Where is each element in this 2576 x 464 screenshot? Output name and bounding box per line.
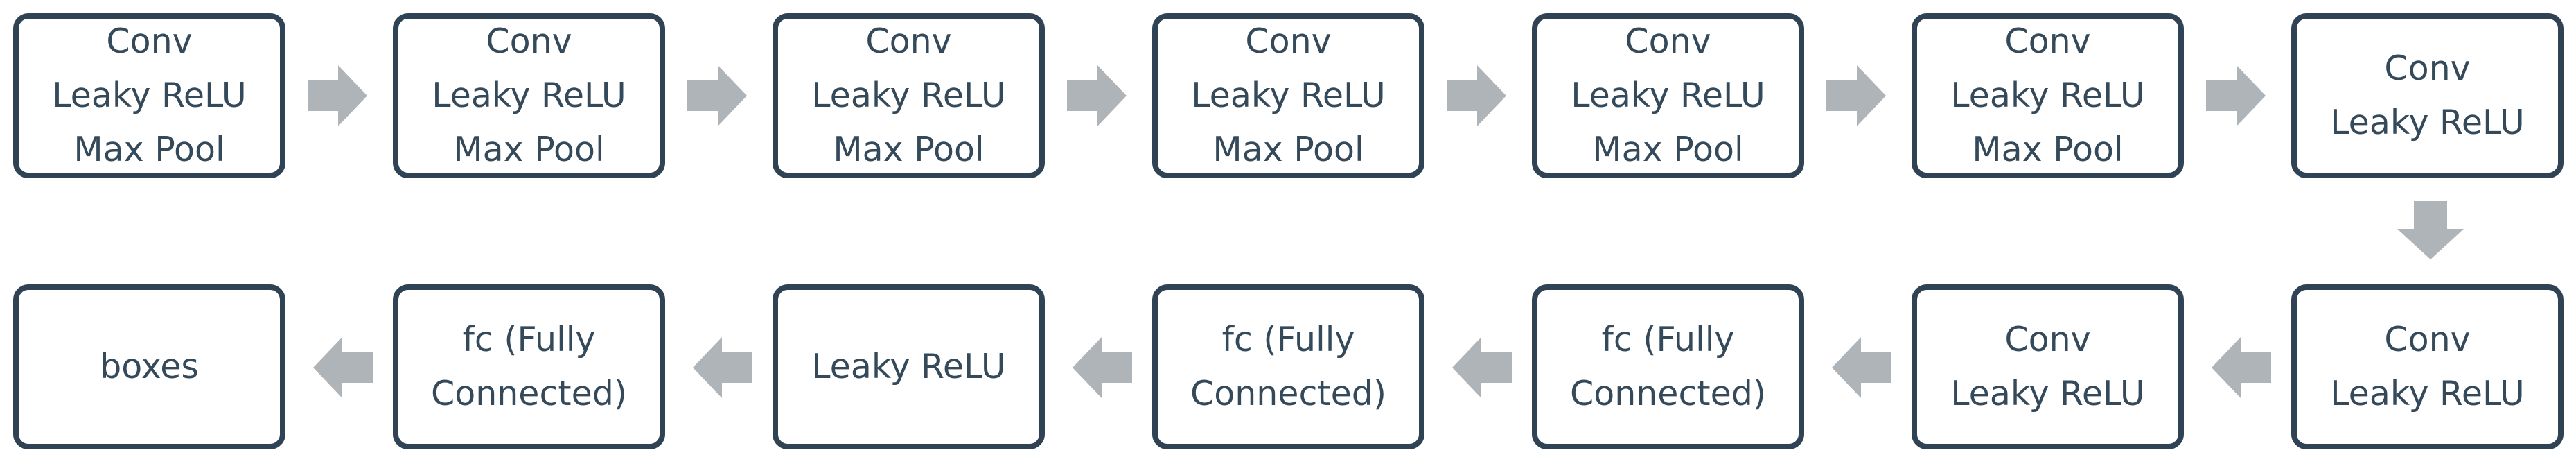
layer-box-11: fc (Fully Connected) <box>1152 284 1424 449</box>
layer-label: Leaky ReLU <box>1191 76 1386 115</box>
layer-label: fc (Fully <box>462 320 596 359</box>
layer-box-13: fc (Fully Connected) <box>393 284 665 449</box>
layer-label: Max Pool <box>73 130 225 169</box>
layer-box-1: Conv Leaky ReLU Max Pool <box>13 13 285 178</box>
layer-label: Max Pool <box>1212 130 1364 169</box>
layer-box-10: fc (Fully Connected) <box>1532 284 1804 449</box>
layer-label: Leaky ReLU <box>1950 76 2145 115</box>
layer-label: Leaky ReLU <box>2330 374 2525 413</box>
layer-label: Conv <box>865 22 952 61</box>
arrow-down-icon <box>2397 201 2464 259</box>
layer-label: Conv <box>2004 320 2091 359</box>
layer-label: Leaky ReLU <box>811 347 1006 386</box>
arrow-left-icon <box>693 337 752 398</box>
layer-label: fc (Fully <box>1601 320 1735 359</box>
layer-box-12: Leaky ReLU <box>773 284 1045 449</box>
arrow-left-icon <box>1832 337 1891 398</box>
output-boxes-box: boxes <box>13 284 285 449</box>
layer-label: Max Pool <box>833 130 985 169</box>
layer-box-6: Conv Leaky ReLU Max Pool <box>1912 13 2184 178</box>
arrow-right-icon <box>1067 65 1127 126</box>
layer-label: Conv <box>1625 22 1711 61</box>
layer-box-9: Conv Leaky ReLU <box>1912 284 2184 449</box>
layer-label: Leaky ReLU <box>52 76 247 115</box>
layer-label: Max Pool <box>1592 130 1744 169</box>
layer-label: Connected) <box>1570 374 1766 413</box>
layer-label: Conv <box>106 22 193 61</box>
layer-box-5: Conv Leaky ReLU Max Pool <box>1532 13 1804 178</box>
layer-label: Connected) <box>1190 374 1386 413</box>
arrow-right-icon <box>1447 65 1506 126</box>
layer-label: Conv <box>2384 49 2471 88</box>
layer-label: Max Pool <box>1972 130 2124 169</box>
layer-box-4: Conv Leaky ReLU Max Pool <box>1152 13 1424 178</box>
layer-label: fc (Fully <box>1221 320 1355 359</box>
arrow-left-icon <box>2212 337 2271 398</box>
layer-label: Leaky ReLU <box>811 76 1006 115</box>
layer-label: boxes <box>100 347 199 386</box>
layer-label: Leaky ReLU <box>2330 103 2525 142</box>
layer-box-7: Conv Leaky ReLU <box>2291 13 2564 178</box>
arrow-right-icon <box>308 65 367 126</box>
arrow-left-icon <box>313 337 373 398</box>
layer-label: Max Pool <box>453 130 605 169</box>
arrow-right-icon <box>687 65 747 126</box>
layer-label: Connected) <box>431 374 627 413</box>
layer-label: Leaky ReLU <box>1571 76 1765 115</box>
layer-label: Conv <box>486 22 572 61</box>
layer-box-2: Conv Leaky ReLU Max Pool <box>393 13 665 178</box>
arrow-left-icon <box>1073 337 1132 398</box>
arrow-left-icon <box>1452 337 1512 398</box>
layer-box-8: Conv Leaky ReLU <box>2291 284 2564 449</box>
layer-label: Conv <box>1245 22 1332 61</box>
layer-label: Conv <box>2384 320 2471 359</box>
layer-label: Leaky ReLU <box>1950 374 2145 413</box>
layer-label: Conv <box>2004 22 2091 61</box>
arrow-right-icon <box>2206 65 2266 126</box>
layer-box-3: Conv Leaky ReLU Max Pool <box>773 13 1045 178</box>
arrow-right-icon <box>1826 65 1886 126</box>
layer-label: Leaky ReLU <box>432 76 626 115</box>
